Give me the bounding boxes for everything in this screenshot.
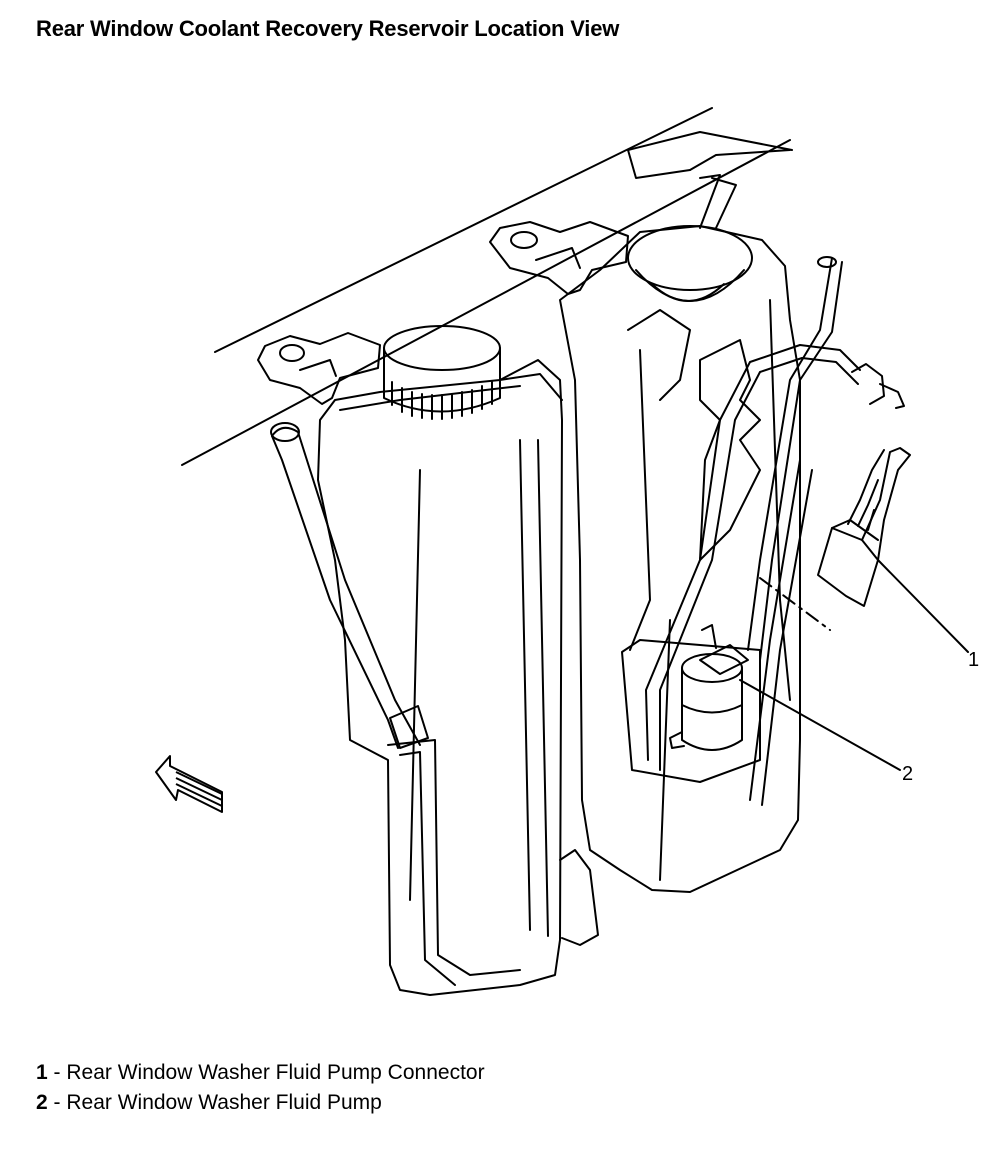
legend-label: Rear Window Washer Fluid Pump — [66, 1091, 382, 1114]
pump-electrical-connector — [817, 447, 911, 607]
direction-arrow-icon — [155, 755, 223, 813]
callout-number-2: 2 — [902, 763, 913, 785]
mounting-bracket-left — [257, 332, 381, 405]
pump-wiring-harness — [645, 256, 861, 806]
legend-separator: - — [47, 1061, 67, 1084]
washer-fluid-pump — [669, 624, 749, 751]
legend-item-2: 2 - Rear Window Washer Fluid Pump — [36, 1088, 485, 1118]
callout-number-1: 1 — [968, 649, 979, 671]
body-structure-lines — [181, 107, 793, 466]
hose-fitting — [851, 363, 905, 409]
washer-hose — [270, 422, 429, 749]
reservoir-drain — [559, 849, 599, 946]
page-title: Rear Window Coolant Recovery Reservoir L… — [36, 16, 620, 41]
callout-2-leader — [739, 679, 901, 771]
coolant-recovery-reservoir — [559, 225, 801, 893]
legend: 1 - Rear Window Washer Fluid Pump Connec… — [36, 1058, 485, 1118]
mounting-bracket-right — [489, 221, 629, 295]
legend-number: 2 — [36, 1091, 48, 1114]
legend-number: 1 — [36, 1061, 48, 1084]
callout-1-leader — [877, 559, 969, 653]
washer-reservoir-cap — [383, 325, 501, 420]
legend-label: Rear Window Washer Fluid Pump Connector — [66, 1061, 485, 1084]
legend-item-1: 1 - Rear Window Washer Fluid Pump Connec… — [36, 1058, 485, 1088]
washer-reservoir — [317, 359, 563, 996]
legend-separator: - — [47, 1091, 67, 1114]
connector-assembly-line — [759, 577, 831, 631]
